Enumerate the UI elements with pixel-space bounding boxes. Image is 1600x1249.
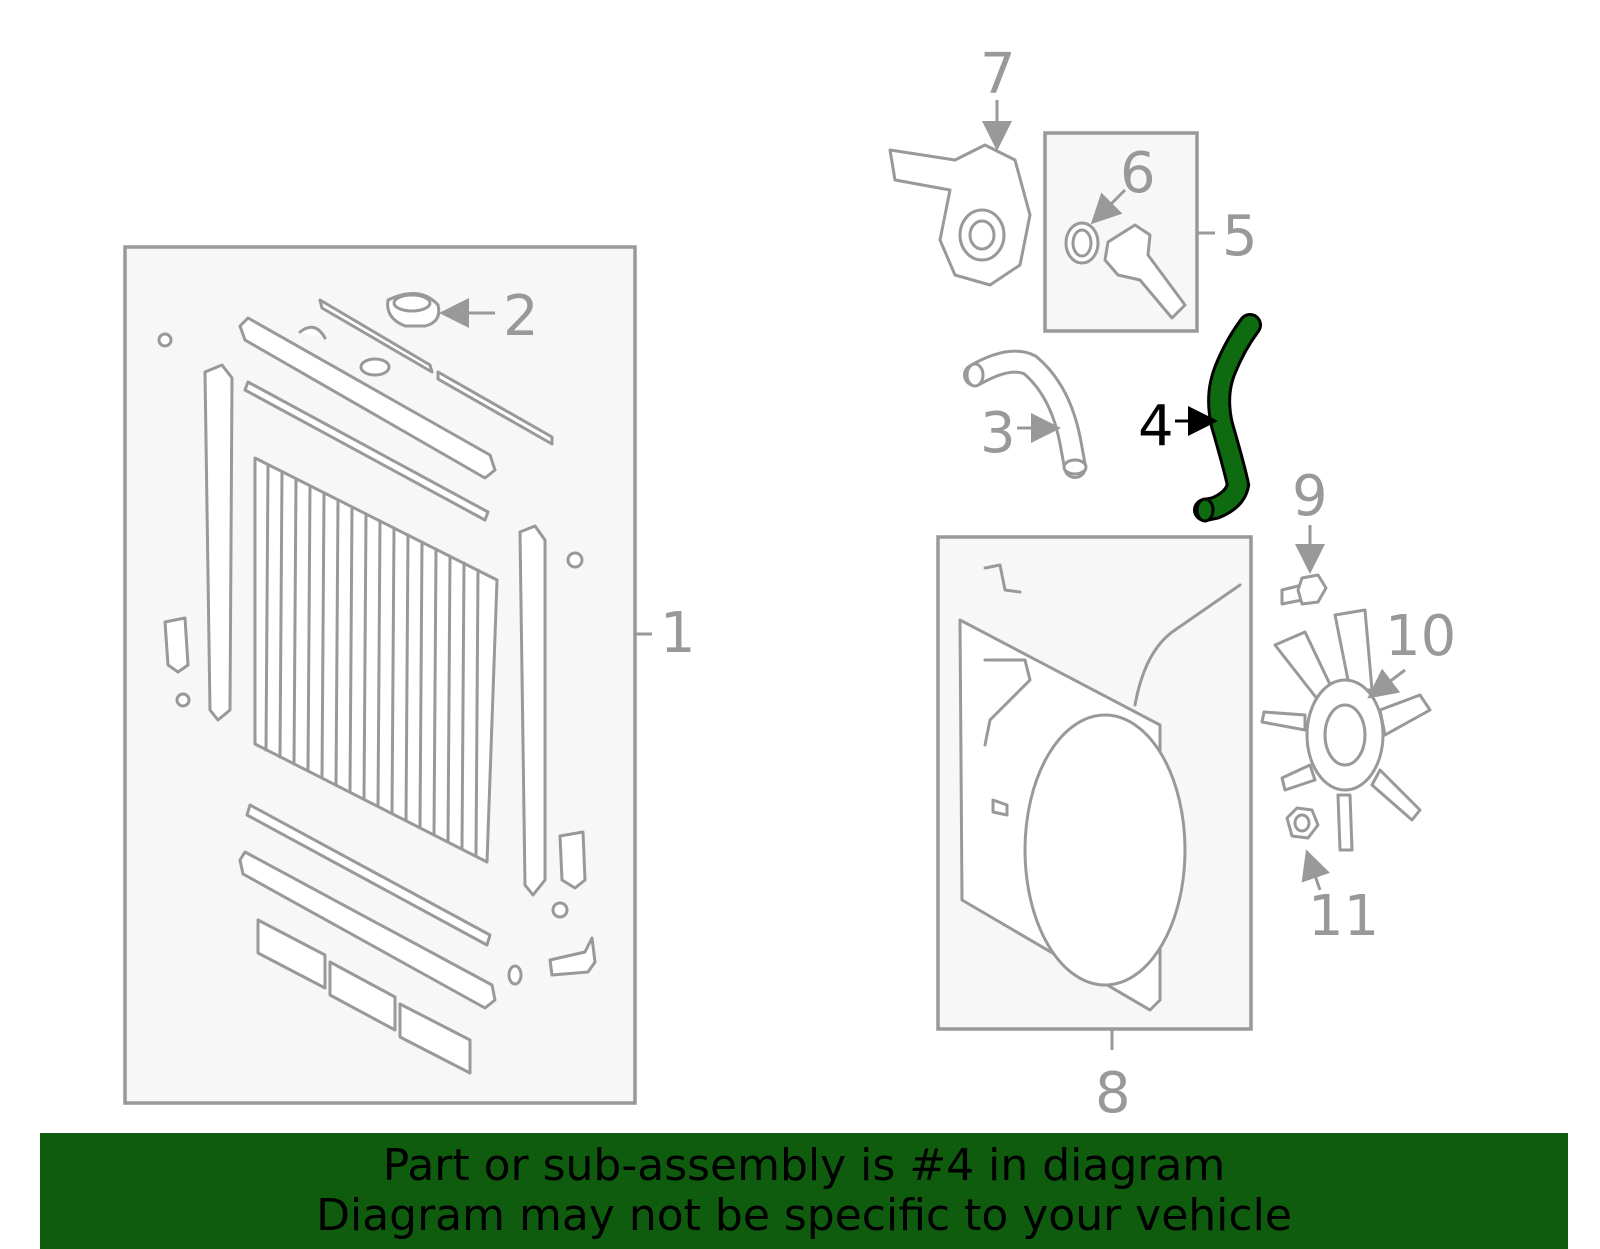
- water-outlet-bore: [968, 219, 996, 251]
- radiator-cap-top: [392, 293, 432, 313]
- banner-line-1: Part or sub-assembly is #4 in diagram: [382, 1140, 1226, 1191]
- seal-strip-top-right: [436, 370, 554, 446]
- highlighted-hose-end: [1195, 497, 1215, 523]
- callout-10: 10: [1385, 604, 1456, 669]
- fan-blade-7: [1260, 710, 1307, 732]
- upper-tank-neck: [298, 325, 327, 340]
- radiator-hose-end-top: [965, 362, 985, 388]
- fan-blade-5: [1336, 793, 1354, 852]
- radiator-assembly-group[interactable]: 2 1: [123, 245, 696, 1105]
- bolt-bottom-left: [175, 692, 191, 708]
- leader-10: [1367, 668, 1406, 699]
- callout-5: 5: [1222, 204, 1258, 269]
- lower-gasket: [245, 803, 492, 947]
- info-banner: Part or sub-assembly is #4 in diagram Di…: [40, 1133, 1568, 1249]
- bolt-9-group[interactable]: 9: [1280, 464, 1328, 606]
- callout-4: 4: [1138, 394, 1174, 459]
- fan-shroud-opening: [1023, 713, 1187, 987]
- fan-hub-center: [1323, 703, 1367, 767]
- seal-strip-top-left: [318, 298, 434, 374]
- leader-6: [1090, 188, 1127, 225]
- fan-10-group[interactable]: 10: [1260, 604, 1456, 852]
- fan-shroud-rib: [983, 658, 1032, 747]
- bolt-9-head: [1296, 573, 1328, 606]
- hose-4-group[interactable]: 4: [1138, 313, 1262, 523]
- water-outlet-group[interactable]: 7: [888, 42, 1032, 287]
- callout-11: 11: [1308, 884, 1379, 949]
- callout-3: 3: [980, 401, 1016, 466]
- upper-tank: [238, 316, 497, 480]
- nut-11-group[interactable]: 11: [1285, 806, 1379, 949]
- radiator-hose-end-bottom: [1062, 458, 1088, 476]
- mount-cushion-left: [163, 616, 190, 674]
- right-side-bracket: [518, 524, 547, 897]
- shroud-tab: [991, 798, 1009, 817]
- upper-gasket: [243, 380, 490, 522]
- callout-9: 9: [1292, 464, 1328, 529]
- banner-line-2: Diagram may not be specific to your vehi…: [316, 1190, 1292, 1241]
- drain-o-ring: [507, 964, 523, 986]
- foam-block-1: [256, 918, 327, 990]
- callout-1: 1: [660, 601, 696, 666]
- mount-cushion-right: [558, 830, 587, 890]
- highlighted-hose: [1196, 316, 1259, 519]
- fan-blade-2: [1333, 608, 1374, 692]
- bolt-right-lower: [551, 901, 569, 919]
- thermostat-assembly-group[interactable]: 6 5: [1043, 131, 1258, 333]
- lower-tank: [238, 850, 497, 1010]
- fan-blade-3: [1378, 693, 1432, 737]
- thermostat-housing: [1103, 223, 1187, 320]
- fan-blade-6: [1280, 763, 1317, 792]
- radiator-fins: [264, 464, 480, 857]
- shroud-clip: [983, 563, 1022, 594]
- callout-2: 2: [503, 284, 539, 349]
- water-outlet-housing: [888, 143, 1032, 287]
- callout-7: 7: [980, 42, 1016, 107]
- foam-block-3: [398, 1002, 472, 1075]
- bolt-right-upper: [566, 551, 584, 569]
- fan-blade-4: [1370, 768, 1422, 822]
- foam-block-2: [328, 960, 397, 1032]
- bolt-top-left: [157, 332, 173, 348]
- drain-cock: [548, 936, 597, 977]
- callout-6: 6: [1120, 141, 1156, 206]
- left-side-bracket: [203, 363, 234, 722]
- overflow-tube: [1133, 583, 1242, 707]
- filler-neck: [359, 357, 391, 377]
- nut-11-bore: [1293, 813, 1311, 833]
- thermostat-gasket-inner: [1071, 228, 1093, 258]
- fan-shroud-group[interactable]: 8: [936, 535, 1253, 1126]
- leader-11: [1301, 849, 1330, 891]
- callout-8: 8: [1095, 1061, 1131, 1126]
- radiator-hose: [966, 352, 1084, 476]
- hose-3-group[interactable]: 3: [963, 349, 1088, 479]
